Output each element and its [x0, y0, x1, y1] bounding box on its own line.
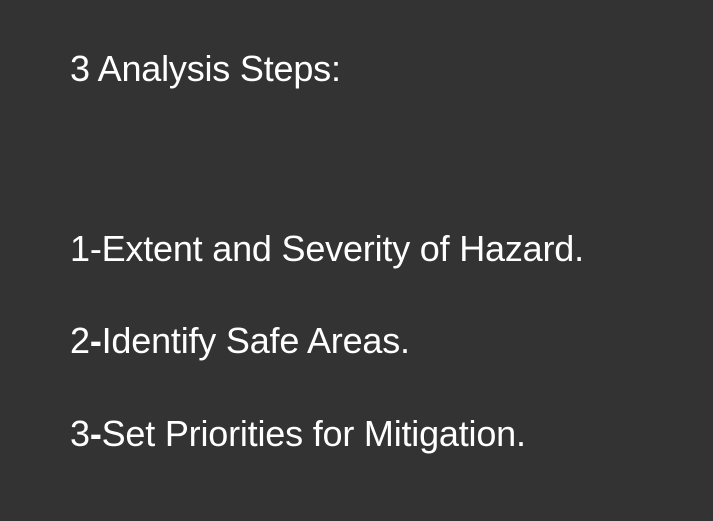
step-item-1: 1-Extent and Severity of Hazard. [70, 228, 584, 270]
step-separator: - [89, 228, 102, 269]
step-text: Extent and Severity of Hazard. [101, 228, 584, 269]
step-item-3: 3-Set Priorities for Mitigation. [70, 413, 526, 455]
step-separator: - [89, 413, 102, 454]
step-number: 3 [70, 413, 90, 454]
step-text: Identify Safe Areas. [101, 320, 410, 361]
step-separator: - [89, 320, 102, 361]
slide-title: 3 Analysis Steps: [70, 48, 341, 89]
step-text: Set Priorities for Mitigation. [101, 413, 526, 454]
step-number: 1 [70, 228, 90, 269]
step-number: 2 [70, 320, 90, 361]
step-item-2: 2-Identify Safe Areas. [70, 320, 410, 362]
